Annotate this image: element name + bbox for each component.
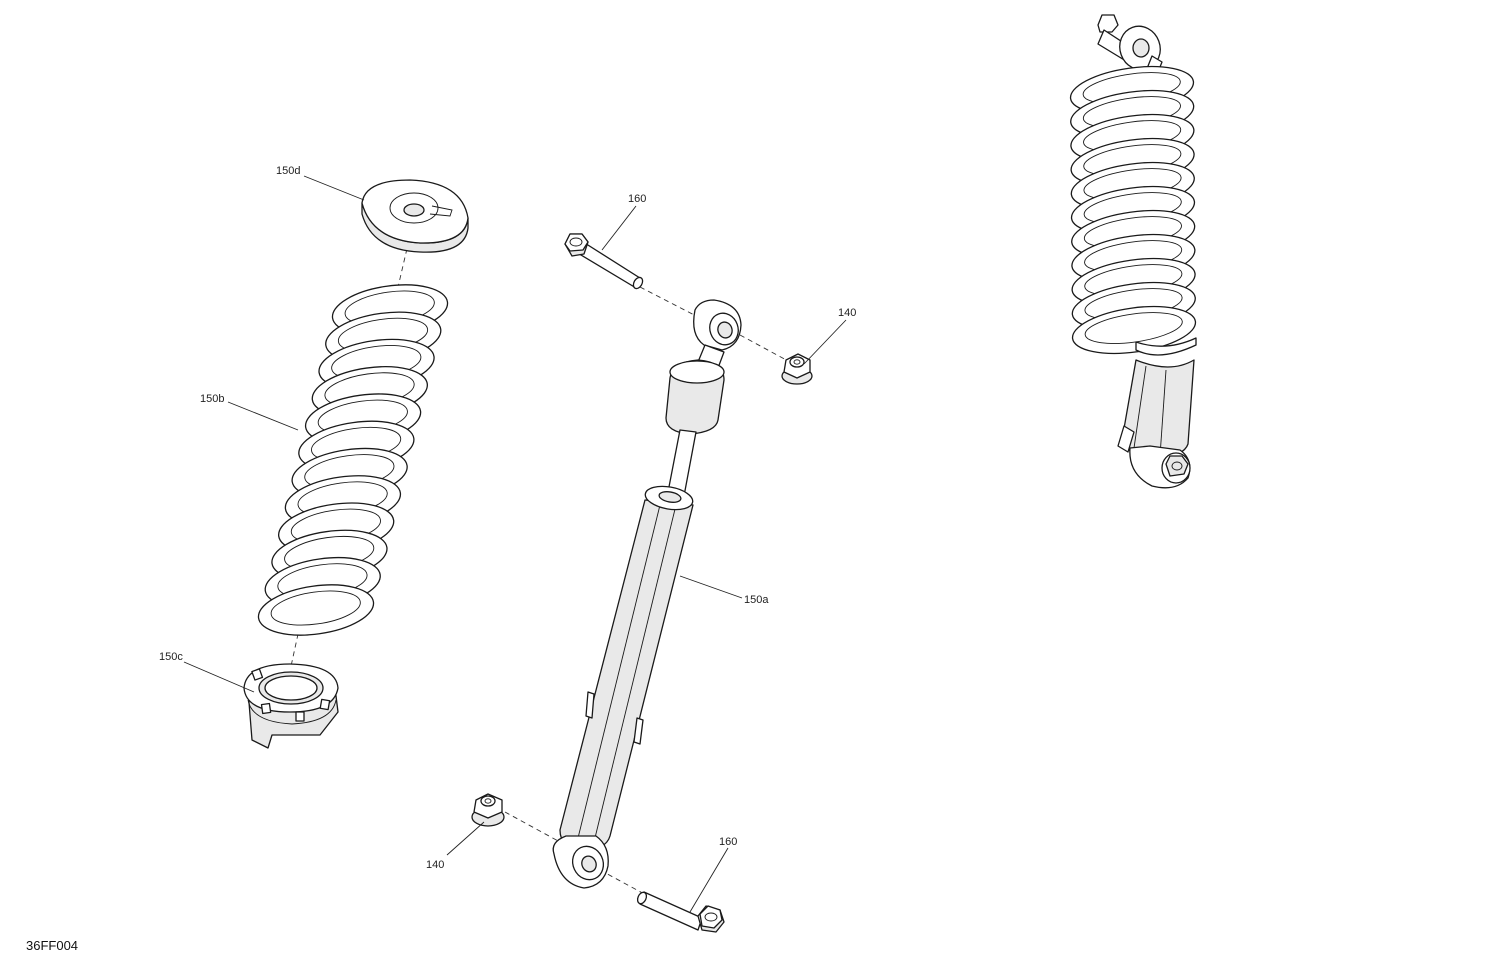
spring-coil-inner (270, 590, 361, 626)
callout-160-top: 160 (628, 193, 646, 205)
spring-adjuster-icon (243, 663, 339, 749)
shock-absorber-icon (552, 299, 742, 889)
callout-150d: 150d (276, 165, 300, 177)
callout-150c: 150c (159, 651, 183, 663)
callouts: 150d 150b 150c 160 140 150a 140 160 (159, 165, 856, 871)
coil-spring-icon (257, 284, 449, 636)
figure-id: 36FF004 (26, 938, 79, 953)
callout-140-top: 140 (838, 307, 856, 319)
shock-assembly-icon (1097, 14, 1163, 73)
spring-seat-icon (361, 179, 469, 253)
leader-lines (183, 175, 847, 913)
callout-140-bottom: 140 (426, 859, 444, 871)
shock-assembly-lower (1117, 337, 1197, 489)
flange-nut-icon (471, 793, 505, 827)
assembly-spring-coil (1071, 305, 1197, 355)
callout-150a: 150a (744, 594, 769, 606)
bolt-icon (636, 891, 725, 933)
spring-coil (257, 584, 375, 636)
flange-nut-icon (781, 353, 813, 385)
callout-150b: 150b (200, 393, 224, 405)
callout-160-bottom: 160 (719, 836, 737, 848)
bolt-icon (564, 233, 644, 290)
